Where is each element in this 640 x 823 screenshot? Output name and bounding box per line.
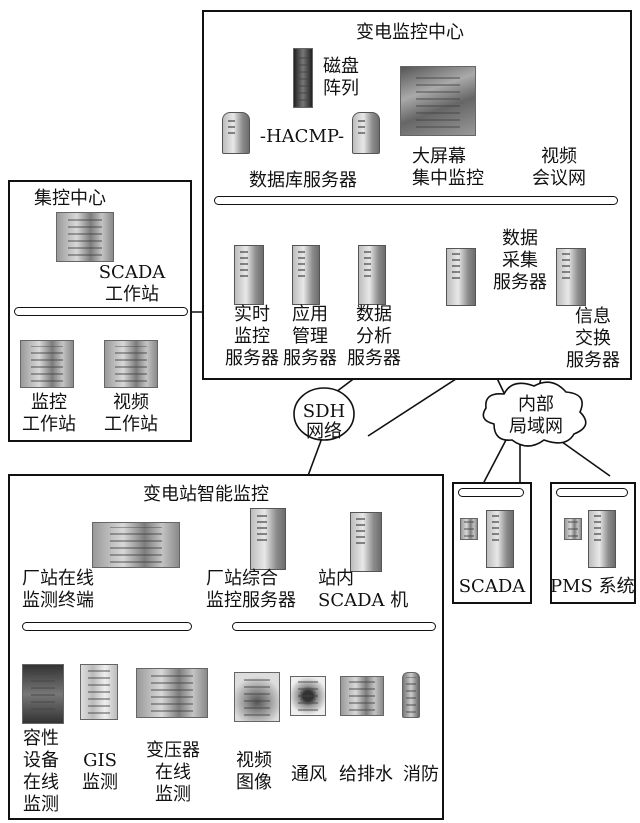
drainage-icon: [340, 676, 384, 716]
video-workstation-icon: [104, 340, 158, 388]
realtime-server-icon: [234, 245, 264, 305]
hacmp-label: -HACMP-: [252, 126, 352, 148]
db-server-right-icon: [352, 112, 380, 154]
center-network-bus: [214, 196, 618, 205]
control-center-title: 集控中心: [20, 188, 120, 210]
acquisition-server-icon: [446, 248, 476, 306]
exchange-server-icon: [556, 248, 586, 306]
pms-system-bus: [556, 488, 628, 497]
gis-monitor-label: GIS 监测: [72, 750, 128, 794]
pms-system-label: PMS 系统: [550, 576, 640, 598]
disk-array-label: 磁盘 阵列: [316, 56, 366, 100]
db-server-label: 数据库服务器: [228, 170, 378, 192]
video-conference-label: 视频 会议网: [524, 146, 594, 190]
acquisition-server-label: 数据 采集 服务器: [490, 228, 550, 294]
online-terminal-label: 厂站在线 监测终端: [22, 568, 142, 612]
drainage-label: 给排水: [334, 764, 398, 786]
substation-bus-left: [22, 622, 192, 631]
monitor-workstation-label: 监控 工作站: [14, 392, 84, 436]
db-server-left-icon: [222, 112, 250, 154]
sdh-network-label: SDH 网络: [300, 402, 348, 442]
big-screen-icon: [400, 66, 476, 136]
exchange-server-label: 信息 交换 服务器: [558, 306, 628, 372]
fire-extinguisher-icon: [402, 672, 420, 718]
capacitive-device-icon: [22, 664, 64, 724]
scada-system-label: SCADA: [452, 576, 532, 598]
scada-workstation-label: SCADA 工作站: [92, 262, 172, 306]
realtime-server-label: 实时 监控 服务器: [222, 304, 282, 370]
integrated-server-label: 厂站综合 监控服务器: [206, 568, 316, 612]
station-scada-label: 站内 SCADA 机: [318, 568, 438, 612]
scada-system-bus: [458, 488, 524, 497]
transformer-monitor-label: 变压器 在线 监测: [138, 740, 208, 806]
scada-workstation-icon: [56, 212, 114, 262]
gis-monitor-icon: [80, 664, 118, 720]
station-scada-icon: [350, 512, 382, 572]
video-image-icon: [234, 672, 280, 722]
analysis-server-icon: [358, 245, 386, 305]
ventilation-label: 通风: [284, 764, 334, 786]
monitor-workstation-icon: [20, 340, 74, 388]
analysis-server-label: 数据 分析 服务器: [344, 304, 404, 370]
app-server-label: 应用 管理 服务器: [280, 304, 340, 370]
control-network-bus: [14, 307, 188, 316]
app-server-icon: [292, 245, 320, 305]
integrated-server-icon: [250, 508, 286, 570]
pms-workstation-icon: [564, 518, 582, 540]
substation-title: 变电站智能监控: [116, 484, 296, 506]
video-image-label: 视频 图像: [224, 750, 284, 794]
monitoring-center-title: 变电监控中心: [330, 22, 490, 44]
disk-array-icon: [293, 48, 313, 108]
capacitive-device-label: 容性 设备 在线 监测: [16, 728, 66, 816]
scada-server-small-icon: [486, 510, 514, 568]
video-workstation-label: 视频 工作站: [96, 392, 166, 436]
ventilation-icon: [290, 676, 326, 716]
transformer-monitor-icon: [136, 668, 208, 718]
pms-server-icon: [588, 510, 616, 568]
online-terminal-icon: [92, 522, 180, 568]
substation-bus-right: [232, 622, 436, 631]
lan-label: 内部 局域网: [498, 394, 574, 438]
big-screen-label: 大屏幕 集中监控: [412, 146, 512, 190]
fire-label: 消防: [398, 764, 444, 786]
scada-workstation-small-icon: [460, 518, 478, 540]
